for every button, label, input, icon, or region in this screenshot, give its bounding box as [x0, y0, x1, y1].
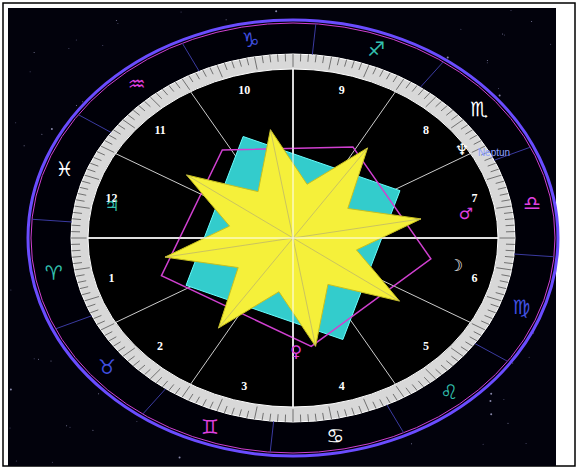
inner-disc	[88, 69, 498, 407]
house-number: 7	[472, 192, 478, 204]
zodiac-sign: ♓	[56, 159, 74, 179]
house-number: 1	[108, 272, 114, 284]
zodiac-sign: ♐	[367, 39, 385, 59]
zodiac-sign: ♏	[470, 99, 488, 119]
zodiac-sign: ♊	[201, 417, 219, 437]
house-number: 8	[423, 124, 429, 136]
house-number: 3	[241, 380, 247, 392]
house-number: 2	[157, 340, 163, 352]
zodiac-sign: ♒	[128, 74, 146, 94]
house-number: 11	[154, 124, 165, 136]
planet-glyph: ♃	[105, 198, 119, 214]
planet-glyph: ☽	[449, 258, 463, 274]
house-cusps	[88, 69, 498, 407]
house-number: 6	[472, 272, 478, 284]
zodiac-sign: ♉	[98, 357, 116, 377]
degree-ring	[71, 54, 515, 422]
planet-glyph: ♆	[455, 142, 469, 158]
planet-glyph: ♀	[290, 344, 302, 360]
zodiac-sign: ♍	[512, 297, 530, 317]
planet-name: Neptun	[478, 148, 510, 158]
zodiac-sign: ♈	[45, 263, 63, 283]
zodiac-sign: ♋	[326, 426, 344, 446]
frame	[3, 3, 575, 466]
house-number: 10	[238, 84, 250, 96]
sign-dividers	[32, 24, 554, 452]
house-number: 9	[339, 84, 345, 96]
zodiac-sign: ♌	[440, 382, 458, 402]
house-number: 4	[339, 380, 345, 392]
degree-ticks	[71, 54, 515, 422]
house-number: 5	[423, 340, 429, 352]
zodiac-sign: ♑	[242, 30, 260, 50]
zodiac-sign: ♎	[523, 193, 541, 213]
planet-glyph: ♂	[459, 206, 473, 222]
zodiac-band-edge	[31, 23, 555, 453]
zodiac-band	[28, 20, 558, 456]
